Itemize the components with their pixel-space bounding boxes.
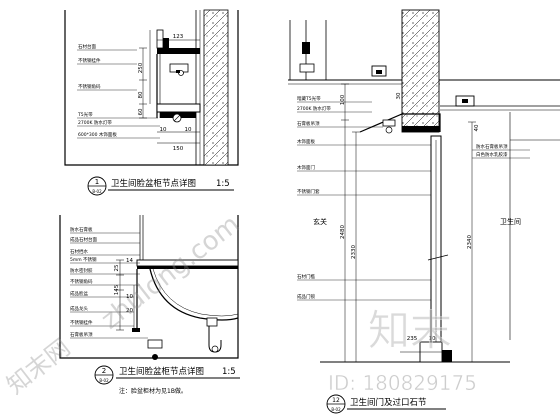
dim-25: 25 bbox=[114, 264, 120, 271]
label-gypsum: 防水石膏板 bbox=[70, 226, 93, 233]
dim-2340: 2340 bbox=[467, 235, 473, 249]
svg-text:B-02: B-02 bbox=[92, 189, 102, 194]
label-stone-top: 石材台面 bbox=[78, 43, 96, 50]
logo-watermark: 知末 bbox=[368, 306, 453, 356]
dim-80: 80 bbox=[138, 91, 144, 98]
dim-20: 20 bbox=[126, 308, 133, 314]
dim-10a: 10 bbox=[160, 127, 167, 133]
counter-top bbox=[157, 48, 200, 54]
room-label-bathroom: 卫生间 bbox=[500, 217, 521, 226]
label-tap: 成品龙头 bbox=[70, 305, 88, 312]
label-threshold: 石材门槛 bbox=[297, 273, 315, 280]
leader-labels: 防水石膏板 成品石材台面 石材挡水 5mm 不锈钢 防水密封胶 不锈钢角码 成品… bbox=[70, 226, 148, 339]
room-label-foyer: 玄关 bbox=[313, 217, 327, 226]
detail-scale-2: 1:5 bbox=[222, 367, 236, 377]
label-basin: 成品脸盆 bbox=[70, 290, 88, 297]
detail-title-12: 卫生间门及过口石节 bbox=[350, 397, 427, 408]
label-lock: 成品门锁 bbox=[297, 293, 315, 300]
label-t5: 暗藏T5光带 bbox=[297, 95, 321, 102]
label-steel-angle: 不锈钢角码 bbox=[78, 83, 101, 90]
label-2700k: 2700K 防水灯带 bbox=[78, 119, 112, 126]
svg-text:B-02: B-02 bbox=[99, 378, 109, 383]
watermark-logo: 知末 bbox=[368, 306, 452, 355]
door-head bbox=[359, 113, 441, 133]
svg-text:1: 1 bbox=[95, 178, 99, 186]
label-wp-paint: 白色防水乳胶漆 bbox=[476, 151, 508, 158]
detail-title-1: 卫生间脸盆柜节点详图 bbox=[111, 178, 196, 189]
panel-right: 100 30 40 2480 2330 2340 235 10 暗藏T5光带 2… bbox=[288, 9, 560, 414]
svg-text:12: 12 bbox=[332, 397, 340, 404]
dim-150: 150 bbox=[173, 146, 184, 152]
svg-text:B-02: B-02 bbox=[331, 407, 341, 412]
dim-250: 250 bbox=[138, 62, 144, 73]
basin bbox=[149, 268, 239, 321]
detail-title-2: 卫生间脸盆柜节点详图 bbox=[119, 366, 204, 377]
panel-bottom-left: 25 145 14 10 20 防水石膏板 成品石材台面 石材挡水 5mm 不锈… bbox=[59, 215, 240, 395]
detail-badge-1: 1 B-02 bbox=[87, 176, 107, 196]
label-sealant: 防水密封胶 bbox=[70, 267, 93, 274]
dim-100: 100 bbox=[340, 94, 346, 105]
panel-top-left: 123 250 80 60 10 10 150 石材台面 不锈钢挂件 不锈钢角码… bbox=[64, 9, 239, 196]
label-ceiling: 石膏板吊顶 bbox=[70, 331, 93, 338]
dim-40: 40 bbox=[474, 124, 480, 131]
label-door-frame: 不锈钢门套 bbox=[297, 188, 320, 195]
svg-text:2: 2 bbox=[102, 367, 106, 375]
dim-14: 14 bbox=[126, 258, 133, 264]
leader-labels-left: 暗藏T5光带 2700K 防水灯带 石膏板吊顶 木饰面板 木饰面门 不锈钢门套 … bbox=[297, 95, 431, 301]
label-wood-panel: 木饰面板 bbox=[297, 138, 315, 145]
detail-badge-2: 2 B-02 bbox=[94, 365, 114, 385]
panel-frame bbox=[64, 10, 239, 166]
label-wood-door: 木饰面门 bbox=[297, 164, 315, 171]
label-angle: 不锈钢角码 bbox=[70, 278, 93, 285]
label-5mm-steel: 5mm 不锈钢 bbox=[70, 256, 97, 263]
leader-labels: 石材台面 不锈钢挂件 不锈钢角码 T5光带 2700K 防水灯带 600*300… bbox=[77, 43, 160, 139]
watermark-diagonal-cn: 知末网 bbox=[1, 333, 75, 399]
wall-section bbox=[203, 9, 229, 166]
dim-2480: 2480 bbox=[340, 225, 346, 239]
dim-145: 145 bbox=[114, 284, 120, 295]
leader-labels-right: 防水石膏板吊顶 白色防水乳胶漆 bbox=[472, 143, 530, 159]
watermark-id: ID: 180829175 bbox=[328, 371, 477, 395]
dim-10: 10 bbox=[429, 336, 436, 342]
dim-235: 235 bbox=[407, 336, 418, 342]
label-t5-strip: T5光带 bbox=[77, 111, 93, 118]
dim-10b: 10 bbox=[185, 127, 192, 133]
label-2700k: 2700K 防水灯带 bbox=[297, 105, 331, 112]
detail-note: 注：脸盆柜材为见1B做。 bbox=[119, 387, 187, 395]
dim-2330: 2330 bbox=[351, 245, 357, 259]
label-stone-dam: 石材挡水 bbox=[70, 248, 88, 255]
dim-60: 60 bbox=[138, 108, 144, 115]
label-ceiling: 石膏板吊顶 bbox=[297, 120, 320, 127]
label-stone-top: 成品石材台面 bbox=[70, 236, 97, 243]
dim-30: 30 bbox=[396, 92, 402, 99]
concrete-wall bbox=[401, 9, 440, 133]
dim-123: 123 bbox=[173, 34, 184, 40]
label-steel-hanger: 不锈钢挂件 bbox=[78, 57, 101, 64]
panel-frame bbox=[59, 215, 239, 359]
label-hanger: 不锈钢挂件 bbox=[70, 319, 93, 326]
detail-scale-1: 1:5 bbox=[216, 179, 230, 189]
label-wp-ceiling: 防水石膏板吊顶 bbox=[476, 143, 508, 150]
detail-badge-12: 12 B-02 bbox=[326, 394, 346, 414]
label-600x300: 600*300 木饰面板 bbox=[78, 131, 117, 138]
